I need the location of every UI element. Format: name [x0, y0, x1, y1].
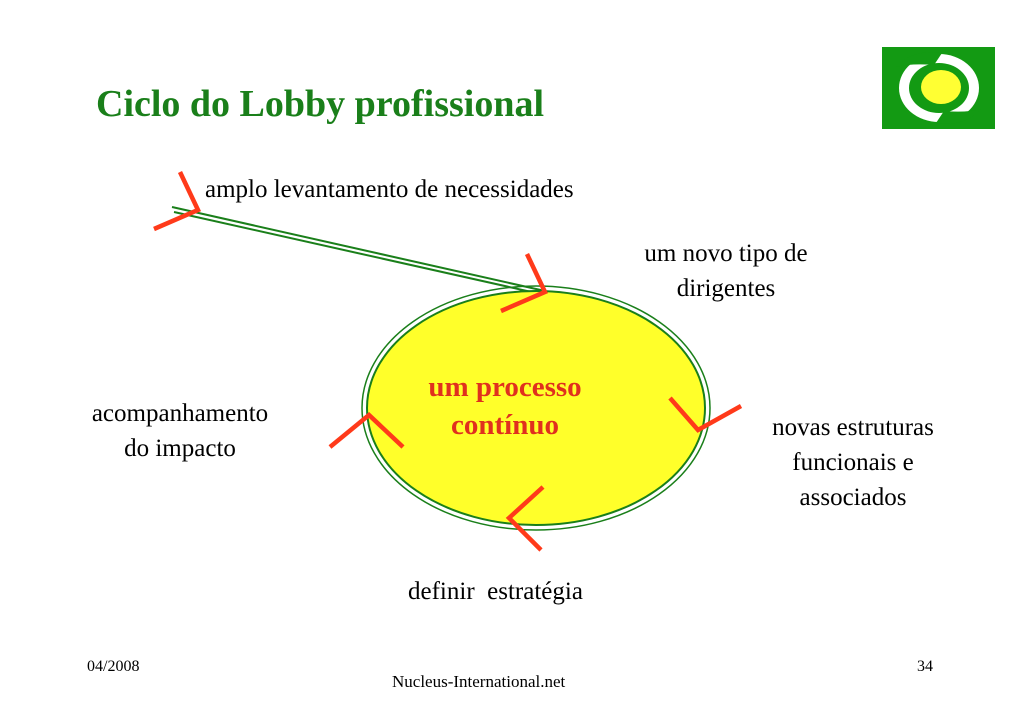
- arrow-marker-monitoring: [328, 412, 405, 449]
- arrow-marker-strategy: [505, 485, 545, 552]
- connector-line: [171, 206, 546, 292]
- step-leaders: um novo tipo de dirigentes: [644, 240, 808, 302]
- step-strategy: definir estratégia: [408, 578, 583, 605]
- arrow-marker-structures: [668, 396, 743, 433]
- arrow-marker-leaders: [500, 253, 549, 314]
- step-structures: novas estruturas funcionais e associados: [772, 414, 934, 511]
- footer-page-number: 34: [917, 658, 933, 675]
- step-needs: amplo levantamento de necessidades: [205, 176, 574, 203]
- center-label: um processo contínuo: [428, 371, 582, 441]
- footer-site: Nucleus-International.net: [392, 672, 566, 691]
- logo-icon: [882, 47, 995, 129]
- step-monitoring: acompanhamento do impacto: [91, 400, 269, 462]
- cycle-ellipse-outline: [361, 285, 711, 531]
- arrow-marker-needs: [153, 171, 202, 232]
- slide-title: Ciclo do Lobby profissional: [96, 83, 545, 125]
- cycle-ellipse: [366, 290, 706, 526]
- connector-line-2: [173, 211, 546, 296]
- footer-date: 04/2008: [87, 658, 140, 675]
